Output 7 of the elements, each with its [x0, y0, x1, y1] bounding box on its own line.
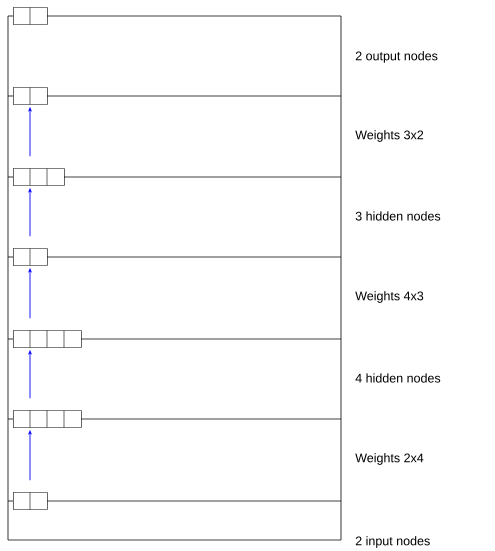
layer-label: 3 hidden nodes: [356, 211, 440, 221]
layer-label: 2 input nodes: [356, 536, 430, 548]
layer-label: Weights 3x2: [355, 130, 424, 142]
layer-label: Weights 4x3: [355, 291, 424, 303]
layer-label: 4 hidden nodes: [356, 373, 440, 383]
layer-label: 2 output nodes: [356, 51, 438, 63]
layer-label: Weights 2x4: [355, 453, 424, 465]
